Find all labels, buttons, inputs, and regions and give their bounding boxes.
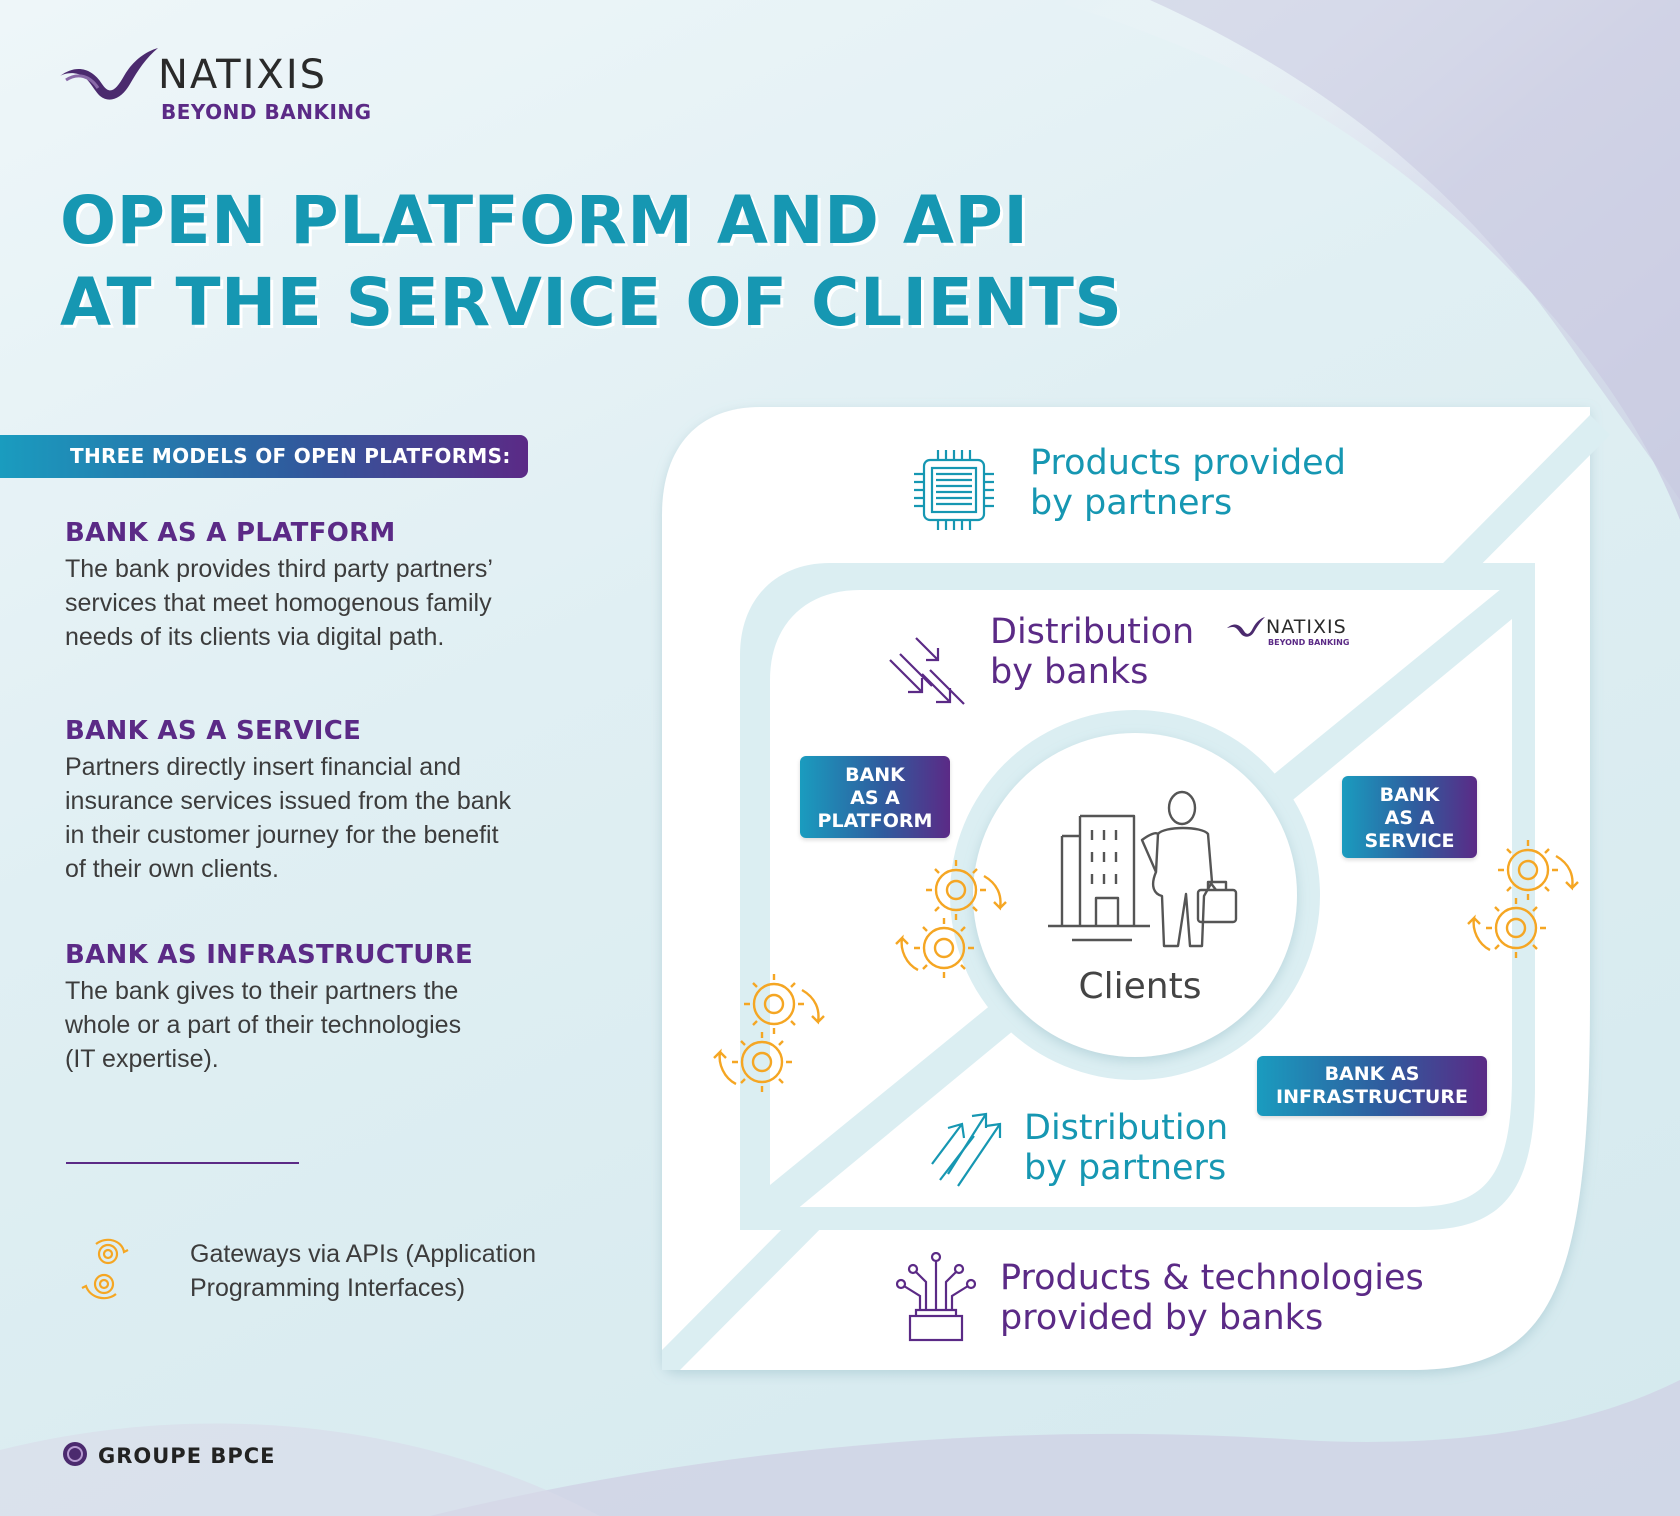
natixis-mini-wordmark: NATIXIS: [1266, 616, 1347, 638]
model-heading: BANK AS INFRASTRUCTURE: [65, 940, 474, 970]
products-tech-by-banks-label: Products & technologies provided by bank…: [1000, 1258, 1424, 1338]
text-line: The bank gives to their partners the: [65, 977, 459, 1005]
up-arrows-icon: [931, 1112, 1002, 1187]
text-line: The bank provides third party partners’: [65, 555, 493, 583]
text-line: PLATFORM: [817, 810, 933, 832]
model-description: The bank gives to their partners the who…: [65, 974, 585, 1076]
groupe-bpce-label: GROUPE BPCE: [98, 1444, 276, 1468]
model-service: BANK AS A SERVICE Partners directly inse…: [65, 716, 585, 886]
text-line: SERVICE: [1364, 830, 1455, 852]
models-banner: THREE MODELS OF OPEN PLATFORMS:: [0, 435, 528, 478]
text-line: BANK AS: [1324, 1063, 1420, 1085]
legend-text: Gateways via APIs (Application Programmi…: [190, 1237, 610, 1305]
logo-wordmark: NATIXIS: [158, 52, 327, 98]
title-line-2: AT THE SERVICE OF CLIENTS: [60, 264, 1123, 341]
model-description: The bank provides third party partners’ …: [65, 552, 585, 654]
title-line-1: OPEN PLATFORM AND API: [60, 182, 1029, 259]
text-line: Products & technologies: [1000, 1258, 1424, 1298]
text-line: Distribution: [1024, 1108, 1229, 1148]
text-line: Gateways via APIs (Application: [190, 1240, 536, 1268]
natixis-mini-swoosh-icon: [1227, 617, 1265, 637]
groupe-bpce-logo-icon: [63, 1442, 87, 1466]
distribution-by-partners-label: Distribution by partners: [1024, 1108, 1228, 1188]
text-line: needs of its clients via digital path.: [65, 623, 445, 651]
natixis-mini-tagline: BEYOND BANKING: [1268, 638, 1350, 647]
text-line: Programming Interfaces): [190, 1274, 466, 1302]
model-description: Partners directly insert financial and i…: [65, 750, 585, 886]
distribution-by-banks-label: Distribution by banks: [990, 612, 1194, 692]
api-gears-legend-icon: [81, 1238, 129, 1300]
text-line: by partners: [1030, 483, 1233, 523]
down-arrows-icon: [889, 637, 965, 705]
logo-tagline: BEYOND BANKING: [161, 100, 372, 124]
text-line: BANK: [1379, 784, 1440, 806]
section-divider: [66, 1162, 299, 1164]
model-heading: BANK AS A PLATFORM: [65, 518, 396, 548]
model-heading: BANK AS A SERVICE: [65, 716, 362, 746]
badge-bank-as-service: BANK AS A SERVICE: [1342, 776, 1477, 858]
text-line: services that meet homogenous family: [65, 589, 492, 617]
text-line: by banks: [990, 652, 1149, 692]
model-infrastructure: BANK AS INFRASTRUCTURE The bank gives to…: [65, 940, 585, 1076]
api-gears-icon-right: [1467, 840, 1579, 958]
api-gears-icon-left-outer: [713, 974, 825, 1092]
text-line: by partners: [1024, 1148, 1227, 1188]
text-line: insurance services issued from the bank: [65, 787, 512, 815]
chip-icon: [914, 450, 994, 530]
text-line: INFRASTRUCTURE: [1276, 1086, 1468, 1108]
text-line: Partners directly insert financial and: [65, 753, 462, 781]
clients-label: Clients: [1078, 966, 1202, 1007]
api-gears-icon-left-center: [895, 860, 1007, 978]
text-line: Distribution: [990, 612, 1195, 652]
badge-bank-as-platform: BANK AS A PLATFORM: [800, 756, 950, 838]
text-line: AS A: [850, 787, 900, 809]
text-line: BANK: [845, 764, 905, 786]
text-line: Products provided: [1030, 443, 1346, 483]
natixis-swoosh-logo: [60, 48, 158, 100]
products-by-partners-label: Products provided by partners: [1030, 443, 1346, 523]
text-line: AS A: [1384, 807, 1435, 829]
text-line: whole or a part of their technologies: [65, 1011, 462, 1039]
model-platform: BANK AS A PLATFORM The bank provides thi…: [65, 518, 585, 654]
client-businessman-icon: [1048, 790, 1238, 948]
text-line: provided by banks: [1000, 1298, 1324, 1338]
text-line: in their customer journey for the benefi…: [65, 821, 499, 849]
technology-pedestal-icon: [896, 1252, 976, 1342]
platform-diagram: [662, 407, 1610, 1370]
page-title: OPEN PLATFORM AND API AT THE SERVICE OF …: [60, 180, 1122, 344]
badge-bank-as-infrastructure: BANK AS INFRASTRUCTURE: [1257, 1056, 1487, 1116]
text-line: of their own clients.: [65, 855, 279, 883]
text-line: (IT expertise).: [65, 1045, 219, 1073]
